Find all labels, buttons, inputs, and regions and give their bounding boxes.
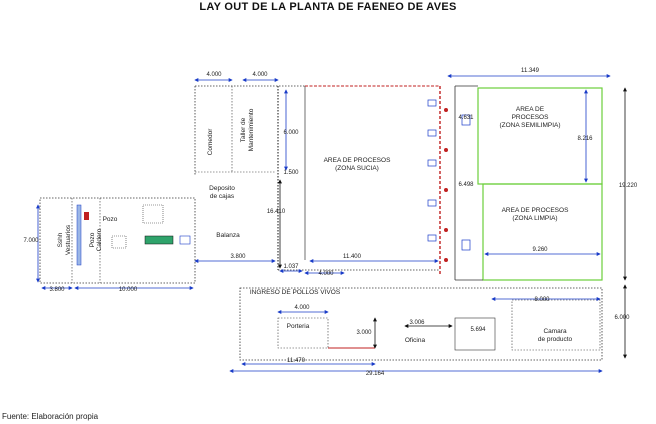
zone-sucia-label-2: (ZONA SUCIA) [335,165,379,172]
dim-label: 4.000 [294,305,310,311]
dim-label: 4.631 [458,115,474,121]
zone-semi-label-3: (ZONA SEMILIMPIA) [499,122,560,129]
room-deposito-2: de cajas [210,193,235,200]
dim-label: 10.000 [119,287,138,293]
dim-label: 6.000 [614,315,630,321]
process-equipment [427,99,471,262]
dim-label: 8.000 [534,297,550,303]
dim-label: 6.000 [283,130,299,136]
dim-label: 3.006 [409,320,425,326]
oficina-outline [454,317,496,351]
lower-building-outline [239,287,603,361]
zone-semi-label-2: PROCESOS [512,114,550,121]
room-balanza: Balanza [216,232,240,239]
dim-label: 3.000 [356,330,372,336]
dim-label: 29.164 [366,371,385,377]
room-porteria: Porteria [287,323,310,330]
dim-label: 4.000 [206,72,222,78]
ingreso-label: INGRESO DE POLLOS VIVOS [250,289,341,296]
porteria-outline [277,317,329,349]
zone-sucia-label: AREA DE PROCESOS [324,157,391,164]
zone-semi-label: AREA DE [516,106,545,113]
dim-label: 16.410 [267,209,286,215]
diagram-title: LAY OUT DE LA PLANTA DE FAENEO DE AVES [199,1,456,13]
room-caldero: Caldero [96,228,103,251]
room-pozo-2: Pozo [89,232,96,247]
annex-equipment [76,204,191,266]
room-oficina: Oficina [405,337,426,344]
dim-label: 1.500 [283,170,299,176]
dim-label: 11.470 [287,358,306,364]
dim-label: 1.037 [283,264,299,270]
room-comedor: Comedor [207,128,214,156]
source-note: Fuente: Elaboración propia [2,412,99,421]
dim-label: 4.000 [252,72,268,78]
dim-label: 6.498 [458,182,474,188]
room-pozo: Pozo [103,216,118,223]
room-taller: Taller de [240,117,247,142]
room-taller-2: Mantenimiento [248,108,255,151]
room-sshh: Sshh [57,232,64,247]
zone-limpia-label-2: (ZONA LIMPIA) [512,215,557,222]
dim-label: 9.260 [532,247,548,253]
room-sshh-2: Vestuarios [65,224,72,255]
dim-label: 5.694 [470,327,486,333]
zone-limpia-outline [482,183,603,281]
dim-label: 3.800 [49,287,65,293]
zone-limpia-label: AREA DE PROCESOS [502,207,569,214]
dim-label: 11.400 [343,254,362,260]
dim-label: 4.000 [318,271,334,277]
dim-label: 3.800 [230,254,246,260]
dim-label: 8.216 [577,136,593,142]
room-camara: Camara [543,328,567,335]
dim-label: 11.349 [521,68,540,74]
dim-label: 7.000 [23,238,39,244]
room-camara-2: de producto [538,336,573,343]
room-deposito: Deposito [209,185,235,192]
dim-label: 19.220 [619,183,638,189]
